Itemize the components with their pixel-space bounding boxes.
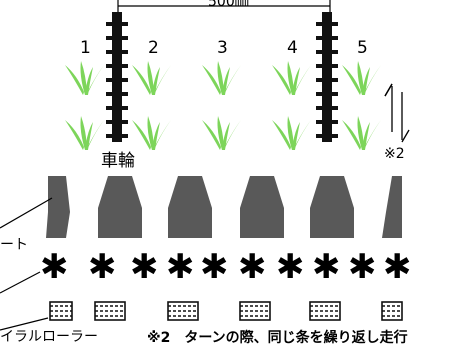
row-number-2: 2	[148, 38, 159, 58]
spiral-roller	[49, 301, 73, 321]
seedling	[132, 116, 171, 150]
seedling	[65, 61, 104, 95]
bottom-note: ※2 ターンの際、同じ条を繰り返し走行	[147, 330, 408, 346]
star-wheel: ✱	[383, 247, 412, 287]
weeding-plate	[240, 176, 284, 238]
star-wheel: ✱	[312, 247, 341, 287]
spiral-roller	[239, 301, 271, 321]
seedling	[65, 116, 104, 150]
wheel-lug	[316, 92, 338, 96]
leader-lines	[0, 197, 53, 331]
row-number-5: 5	[357, 38, 368, 58]
wheel-lug	[106, 134, 128, 138]
wheel-lug	[106, 78, 128, 82]
wheel-left	[106, 12, 128, 142]
seedling	[342, 61, 381, 95]
star-wheel: ✱	[88, 247, 117, 287]
seedling	[272, 61, 311, 95]
wheel-lug	[106, 64, 128, 68]
star-wheel: ✱	[166, 247, 195, 287]
row-number-1: 1	[80, 38, 91, 58]
seedling	[202, 116, 241, 150]
wheel-lug	[106, 22, 128, 26]
star-wheel: ✱	[200, 247, 229, 287]
turn-note-marker: ※2	[384, 146, 405, 162]
seedling	[272, 116, 311, 150]
wheel-lug	[316, 78, 338, 82]
wheel-lug	[106, 106, 128, 110]
star-wheel: ✱	[238, 247, 267, 287]
wheel-lug	[106, 36, 128, 40]
spiral-roller	[309, 301, 341, 321]
weeding-plate	[46, 176, 70, 238]
wheel-lug	[316, 36, 338, 40]
weeding-plate	[310, 176, 354, 238]
row-number-3: 3	[217, 38, 228, 58]
star-wheel: ✱	[348, 247, 377, 287]
turn-arrow	[384, 83, 410, 143]
wheel-right	[316, 12, 338, 142]
seedling	[132, 61, 171, 95]
spiral-roller	[381, 301, 403, 321]
dimension-line	[117, 0, 331, 12]
row-number-4: 4	[287, 38, 298, 58]
wheel-label: 車輪	[101, 151, 135, 171]
spiral-roller	[94, 301, 126, 321]
weeding-plate	[98, 176, 142, 238]
wheel-lug	[316, 106, 338, 110]
seedling	[202, 61, 241, 95]
wheel-lug	[316, 64, 338, 68]
seedling	[342, 116, 381, 150]
seedlings	[65, 61, 381, 150]
wheel-lug	[316, 120, 338, 124]
weeding-plate	[168, 176, 212, 238]
wheel-lug	[316, 50, 338, 54]
roller-label: イラルローラー	[0, 329, 98, 345]
weeding-plates	[46, 176, 402, 238]
wheel-lug	[106, 50, 128, 54]
wheel-lug	[316, 134, 338, 138]
dimension-label: 500㎜	[208, 0, 249, 10]
spiral-rollers	[49, 301, 403, 321]
plate-label: ート	[0, 237, 28, 253]
wheel-lug	[106, 120, 128, 124]
weeding-plate	[382, 176, 402, 238]
star-wheel: ✱	[130, 247, 159, 287]
wheel-lug	[106, 92, 128, 96]
star-wheel: ✱	[276, 247, 305, 287]
star-wheel: ✱	[40, 247, 69, 287]
spiral-roller	[167, 301, 199, 321]
wheel-lug	[316, 22, 338, 26]
